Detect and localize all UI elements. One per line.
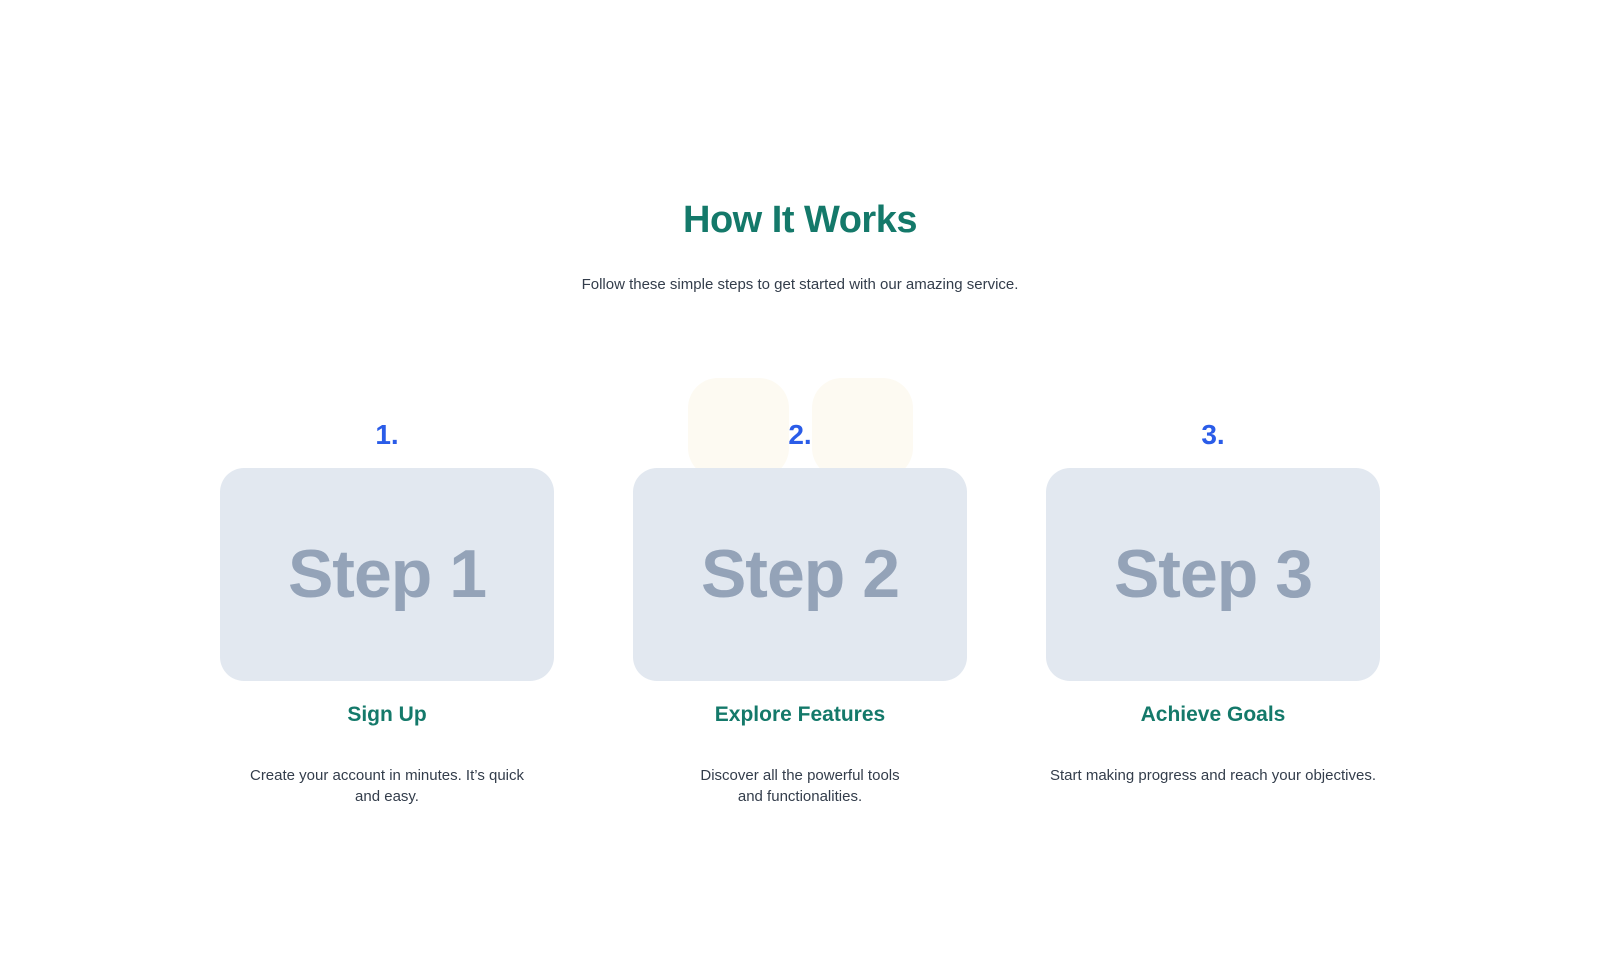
steps-row: 1. Step 1 Sign Up Create your account in…	[220, 418, 1380, 807]
page: How It Works Follow these simple steps t…	[220, 0, 1380, 807]
step-number: 1.	[375, 418, 399, 450]
step-heading: Achieve Goals	[1140, 702, 1286, 726]
step-column-1: 1. Step 1 Sign Up Create your account in…	[220, 418, 554, 807]
section-title: How It Works	[683, 199, 918, 241]
step-number: 2.	[788, 418, 812, 450]
step-placeholder-image: Step 1	[220, 467, 554, 681]
step-placeholder-image: Step 3	[1046, 467, 1380, 681]
step-placeholder-image: Step 2	[633, 467, 967, 681]
step-description: Create your account in minutes. It’s qui…	[249, 766, 525, 805]
section-subtitle: Follow these simple steps to get started…	[581, 275, 1019, 293]
step-heading: Sign Up	[347, 702, 427, 726]
step-description: Start making progress and reach your obj…	[1050, 766, 1376, 784]
step-column-3: 3. Step 3 Achieve Goals Start making pro…	[1046, 418, 1380, 807]
step-number: 3.	[1201, 418, 1225, 450]
placeholder-label: Step 1	[287, 536, 487, 613]
step-description: Discover all the powerful tools and func…	[700, 766, 900, 805]
decorative-square-right	[812, 378, 913, 478]
how-it-works-section: How It Works Follow these simple steps t…	[220, 0, 1380, 807]
step-column-2: 2. Step 2 Explore Features Discover all …	[633, 418, 967, 807]
decorative-square-left	[688, 378, 789, 478]
placeholder-label: Step 3	[1113, 536, 1313, 613]
step-heading: Explore Features	[714, 702, 886, 726]
placeholder-label: Step 2	[700, 536, 900, 613]
